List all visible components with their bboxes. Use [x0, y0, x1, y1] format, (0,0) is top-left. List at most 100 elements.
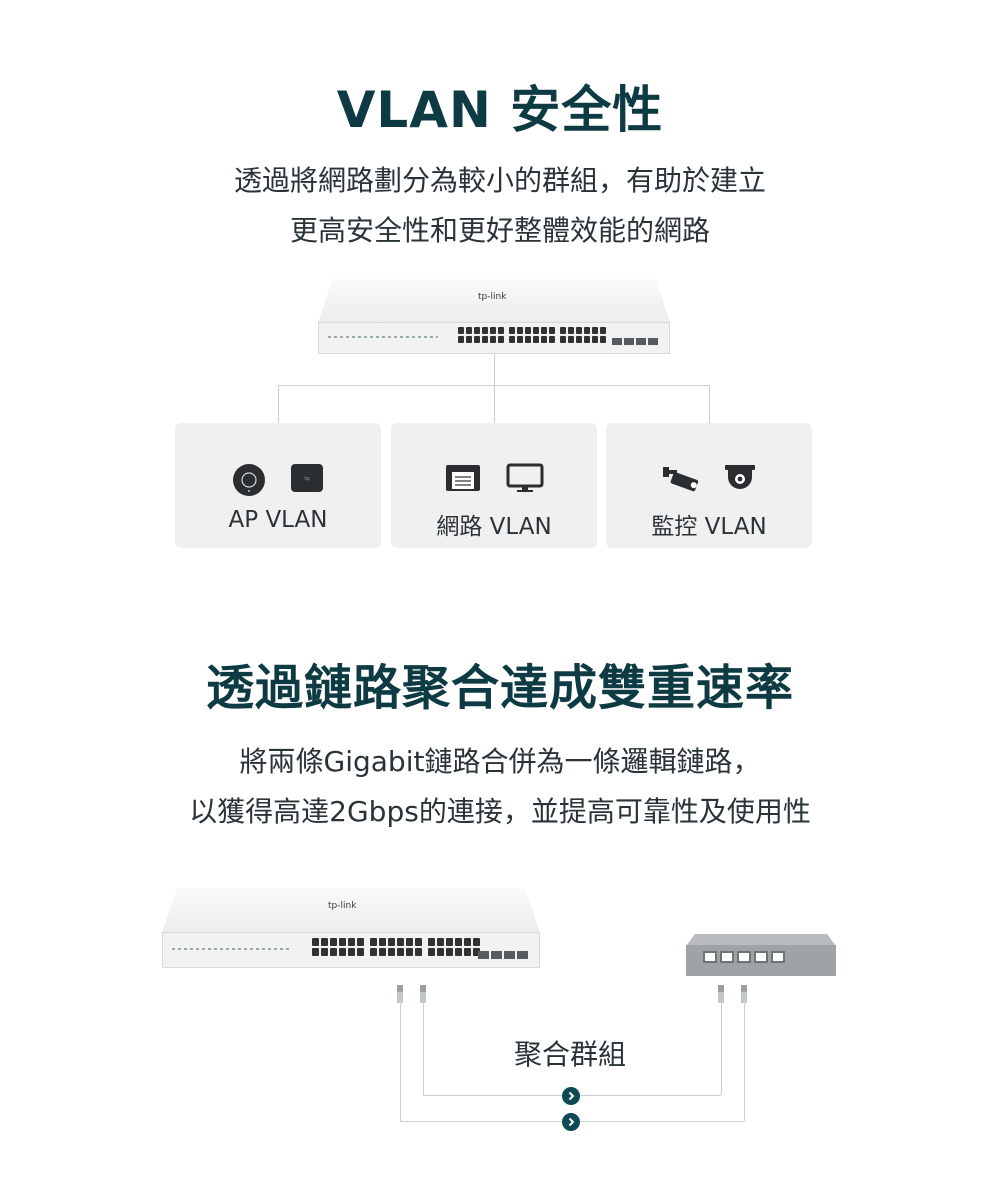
port-group	[458, 327, 504, 343]
ethernet-port	[446, 948, 453, 956]
ethernet-port	[754, 951, 768, 963]
ethernet-port	[455, 948, 462, 956]
monitor-icon	[506, 463, 544, 492]
rj45-plug	[397, 985, 403, 1003]
tree-branch-right	[709, 385, 710, 423]
switch-1-brand: tp-link	[478, 292, 507, 302]
ethernet-port	[428, 948, 435, 956]
ethernet-port	[348, 938, 355, 946]
port-group	[509, 327, 555, 343]
port-group	[428, 938, 480, 956]
chevron-right-icon	[562, 1087, 580, 1105]
ethernet-port	[482, 336, 488, 343]
ethernet-port	[339, 938, 346, 946]
ethernet-port	[446, 938, 453, 946]
sfp-port	[636, 338, 646, 345]
vlan-security-title: VLAN 安全性	[336, 81, 664, 139]
ethernet-port	[771, 951, 785, 963]
sfp-port	[612, 338, 622, 345]
vlan-subtitle-line-1: 透過將網路劃分為較小的群組，有助於建立	[233, 164, 766, 197]
tree-branch-middle	[494, 385, 495, 423]
switch-1-sfp-ports	[612, 338, 658, 345]
switch-1-leds	[328, 336, 438, 338]
ethernet-port	[584, 327, 590, 334]
rj45-plug	[741, 985, 747, 1003]
ethernet-port	[498, 336, 504, 343]
ethernet-port	[517, 336, 523, 343]
ethernet-port	[737, 951, 751, 963]
rj45-plug	[420, 985, 426, 1003]
ethernet-port	[509, 327, 515, 334]
ethernet-port	[464, 938, 471, 946]
sfp-port	[504, 951, 515, 959]
sfp-port	[478, 951, 489, 959]
ap-vlan-card: tp AP VLAN	[175, 423, 381, 548]
ethernet-port	[458, 327, 464, 334]
ethernet-port	[473, 948, 480, 956]
ethernet-port	[397, 948, 404, 956]
wall-access-point-icon: tp	[291, 464, 323, 492]
ethernet-port	[437, 938, 444, 946]
switch-2-leds	[172, 948, 292, 950]
cable-2-left-vertical	[400, 1002, 401, 1121]
ethernet-port	[490, 336, 496, 343]
ethernet-port	[312, 948, 319, 956]
ethernet-port	[600, 327, 606, 334]
ethernet-port	[703, 951, 717, 963]
ethernet-port	[533, 327, 539, 334]
ethernet-port	[415, 948, 422, 956]
ethernet-port	[541, 327, 547, 334]
switch-2-top	[162, 888, 540, 933]
ethernet-port	[549, 336, 555, 343]
ethernet-port	[379, 948, 386, 956]
switch-1-top	[318, 279, 670, 323]
surveillance-vlan-label: 監控 VLAN	[651, 514, 767, 540]
ethernet-port	[584, 336, 590, 343]
ethernet-port	[312, 938, 319, 946]
aggregation-subtitle-line-2: 以獲得高達2Gbps的連接，並提高可靠性及使用性	[189, 795, 811, 828]
aggregation-group-label: 聚合群組	[513, 1038, 626, 1071]
switch-2-sfp-ports	[478, 951, 528, 959]
rj45-plug	[718, 985, 724, 1003]
ethernet-port	[330, 948, 337, 956]
ethernet-port	[576, 327, 582, 334]
ethernet-port	[437, 948, 444, 956]
ethernet-port	[568, 327, 574, 334]
sfp-port	[648, 338, 658, 345]
link-aggregation-subtitle: 將兩條Gigabit鏈路合併為一條邏輯鏈路， 以獲得高達2Gbps的連接，並提高…	[0, 737, 1000, 837]
ethernet-port	[321, 948, 328, 956]
ethernet-port	[482, 327, 488, 334]
ethernet-port	[348, 948, 355, 956]
ethernet-port	[415, 938, 422, 946]
port-group	[560, 327, 606, 343]
ethernet-port	[473, 938, 480, 946]
ethernet-port	[330, 938, 337, 946]
ethernet-port	[474, 336, 480, 343]
ethernet-port	[464, 948, 471, 956]
ceiling-access-point-icon	[233, 464, 265, 496]
ethernet-port	[455, 938, 462, 946]
ethernet-port	[509, 336, 515, 343]
ethernet-port	[560, 336, 566, 343]
vlan-security-subtitle: 透過將網路劃分為較小的群組，有助於建立 更高安全性和更好整體效能的網路	[0, 156, 1000, 256]
ethernet-port	[541, 336, 547, 343]
ethernet-port	[592, 327, 598, 334]
ethernet-port	[560, 327, 566, 334]
ethernet-port	[339, 948, 346, 956]
switch-1-ports	[458, 327, 606, 343]
printer-icon	[446, 465, 480, 491]
ethernet-port	[568, 336, 574, 343]
vlan-subtitle-line-2: 更高安全性和更好整體效能的網路	[289, 214, 710, 247]
port-group	[312, 938, 364, 956]
ethernet-port	[428, 938, 435, 946]
ethernet-port	[498, 327, 504, 334]
cable-2-right-vertical	[744, 1002, 745, 1121]
ethernet-port	[592, 336, 598, 343]
sfp-port	[624, 338, 634, 345]
ethernet-port	[517, 327, 523, 334]
ethernet-port	[525, 336, 531, 343]
link-aggregation-title: 透過鏈路聚合達成雙重速率	[205, 660, 794, 716]
ethernet-port	[533, 336, 539, 343]
small-switch-ports	[703, 951, 785, 963]
ethernet-port	[357, 938, 364, 946]
